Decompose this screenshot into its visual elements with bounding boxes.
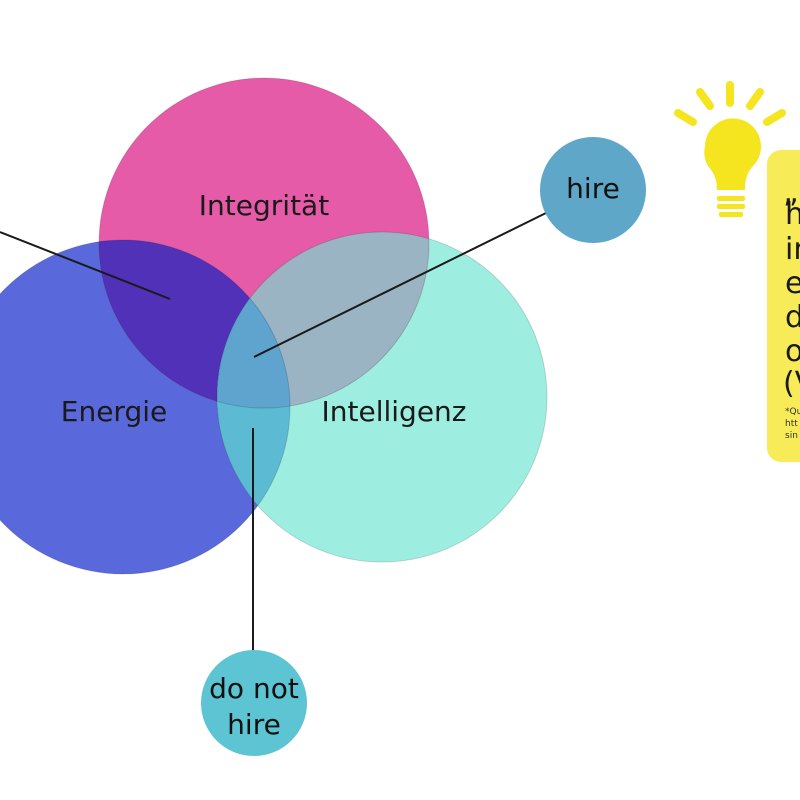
hire-node — [540, 137, 646, 243]
lightbulb-icon — [674, 81, 786, 217]
quote-text: „ h in e d o (V *Qu htt sin — [783, 175, 800, 441]
do-not-hire-node — [201, 650, 307, 756]
quote-line-5: d — [785, 300, 800, 335]
quote-line-7: (V — [783, 366, 800, 401]
connector-hire — [253, 211, 549, 358]
quote-source-2: htt — [785, 419, 798, 429]
quote-line-2: h — [785, 197, 800, 232]
label-integritaet: Integrität — [199, 189, 329, 222]
label-energie: Energie — [61, 395, 167, 428]
quote-line-1: „ — [783, 175, 799, 210]
quote-source-3: sin — [785, 431, 798, 441]
hire-label: hire — [566, 172, 620, 205]
quote-line-3: in — [785, 232, 800, 267]
quote-source-1: *Qu — [785, 407, 800, 417]
do-not-hire-label-line1: do not — [209, 672, 299, 705]
do-not-hire-label-line2: hire — [227, 708, 281, 741]
connector-left — [0, 231, 171, 300]
quote-line-4: e — [785, 266, 800, 301]
outline-intelligenz — [216, 231, 548, 563]
quote-box — [767, 150, 800, 462]
outline-integritaet — [98, 77, 430, 409]
outline-energie — [0, 239, 291, 575]
label-intelligenz: Intelligenz — [322, 395, 467, 428]
quote-line-6: o — [785, 334, 800, 369]
